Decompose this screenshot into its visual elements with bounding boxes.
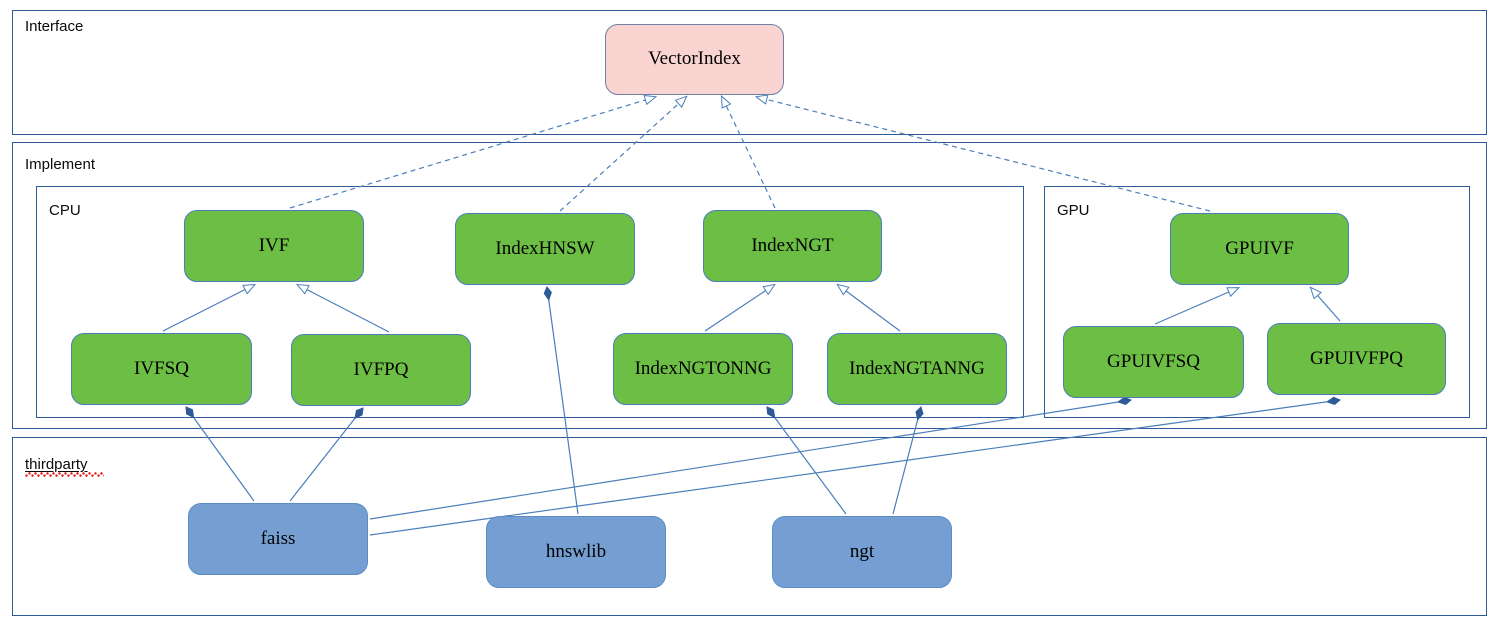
node-vectorindex[interactable]: VectorIndex	[605, 24, 784, 95]
node-label: IndexHNSW	[495, 237, 595, 259]
node-indexngtonng[interactable]: IndexNGTONNG	[613, 333, 793, 405]
node-indexngt[interactable]: IndexNGT	[703, 210, 882, 282]
node-gpuivfpq[interactable]: GPUIVFPQ	[1267, 323, 1446, 395]
node-label: GPUIVFPQ	[1310, 347, 1403, 369]
spellcheck-squiggle-icon	[25, 472, 104, 477]
group-label-thirdparty: thirdparty	[25, 456, 88, 473]
node-indexhnsw[interactable]: IndexHNSW	[455, 213, 635, 285]
node-label: IVFPQ	[353, 358, 409, 380]
node-ivfpq[interactable]: IVFPQ	[291, 334, 471, 406]
group-label-interface: Interface	[25, 18, 84, 35]
node-ivf[interactable]: IVF	[184, 210, 364, 282]
node-gpuivf[interactable]: GPUIVF	[1170, 213, 1349, 285]
node-label: IndexNGTANNG	[849, 357, 985, 379]
node-indexngtanng[interactable]: IndexNGTANNG	[827, 333, 1007, 405]
group-label-cpu: CPU	[49, 202, 81, 219]
node-label: IndexNGT	[751, 234, 834, 256]
group-label-implement: Implement	[25, 156, 96, 173]
node-label: ngt	[849, 540, 875, 562]
node-faiss[interactable]: faiss	[188, 503, 368, 575]
node-gpuivfsq[interactable]: GPUIVFSQ	[1063, 326, 1244, 398]
node-label: IVFSQ	[134, 357, 189, 379]
node-label: hnswlib	[545, 540, 607, 562]
node-label: faiss	[260, 527, 296, 549]
group-label-gpu: GPU	[1057, 202, 1090, 219]
node-ivfsq[interactable]: IVFSQ	[71, 333, 252, 405]
node-ngt[interactable]: ngt	[772, 516, 952, 588]
node-label: GPUIVF	[1225, 237, 1294, 259]
node-label: GPUIVFSQ	[1107, 350, 1200, 372]
node-label: VectorIndex	[648, 48, 741, 70]
node-label: IndexNGTONNG	[634, 357, 772, 379]
node-hnswlib[interactable]: hnswlib	[486, 516, 666, 588]
node-label: IVF	[258, 234, 290, 256]
